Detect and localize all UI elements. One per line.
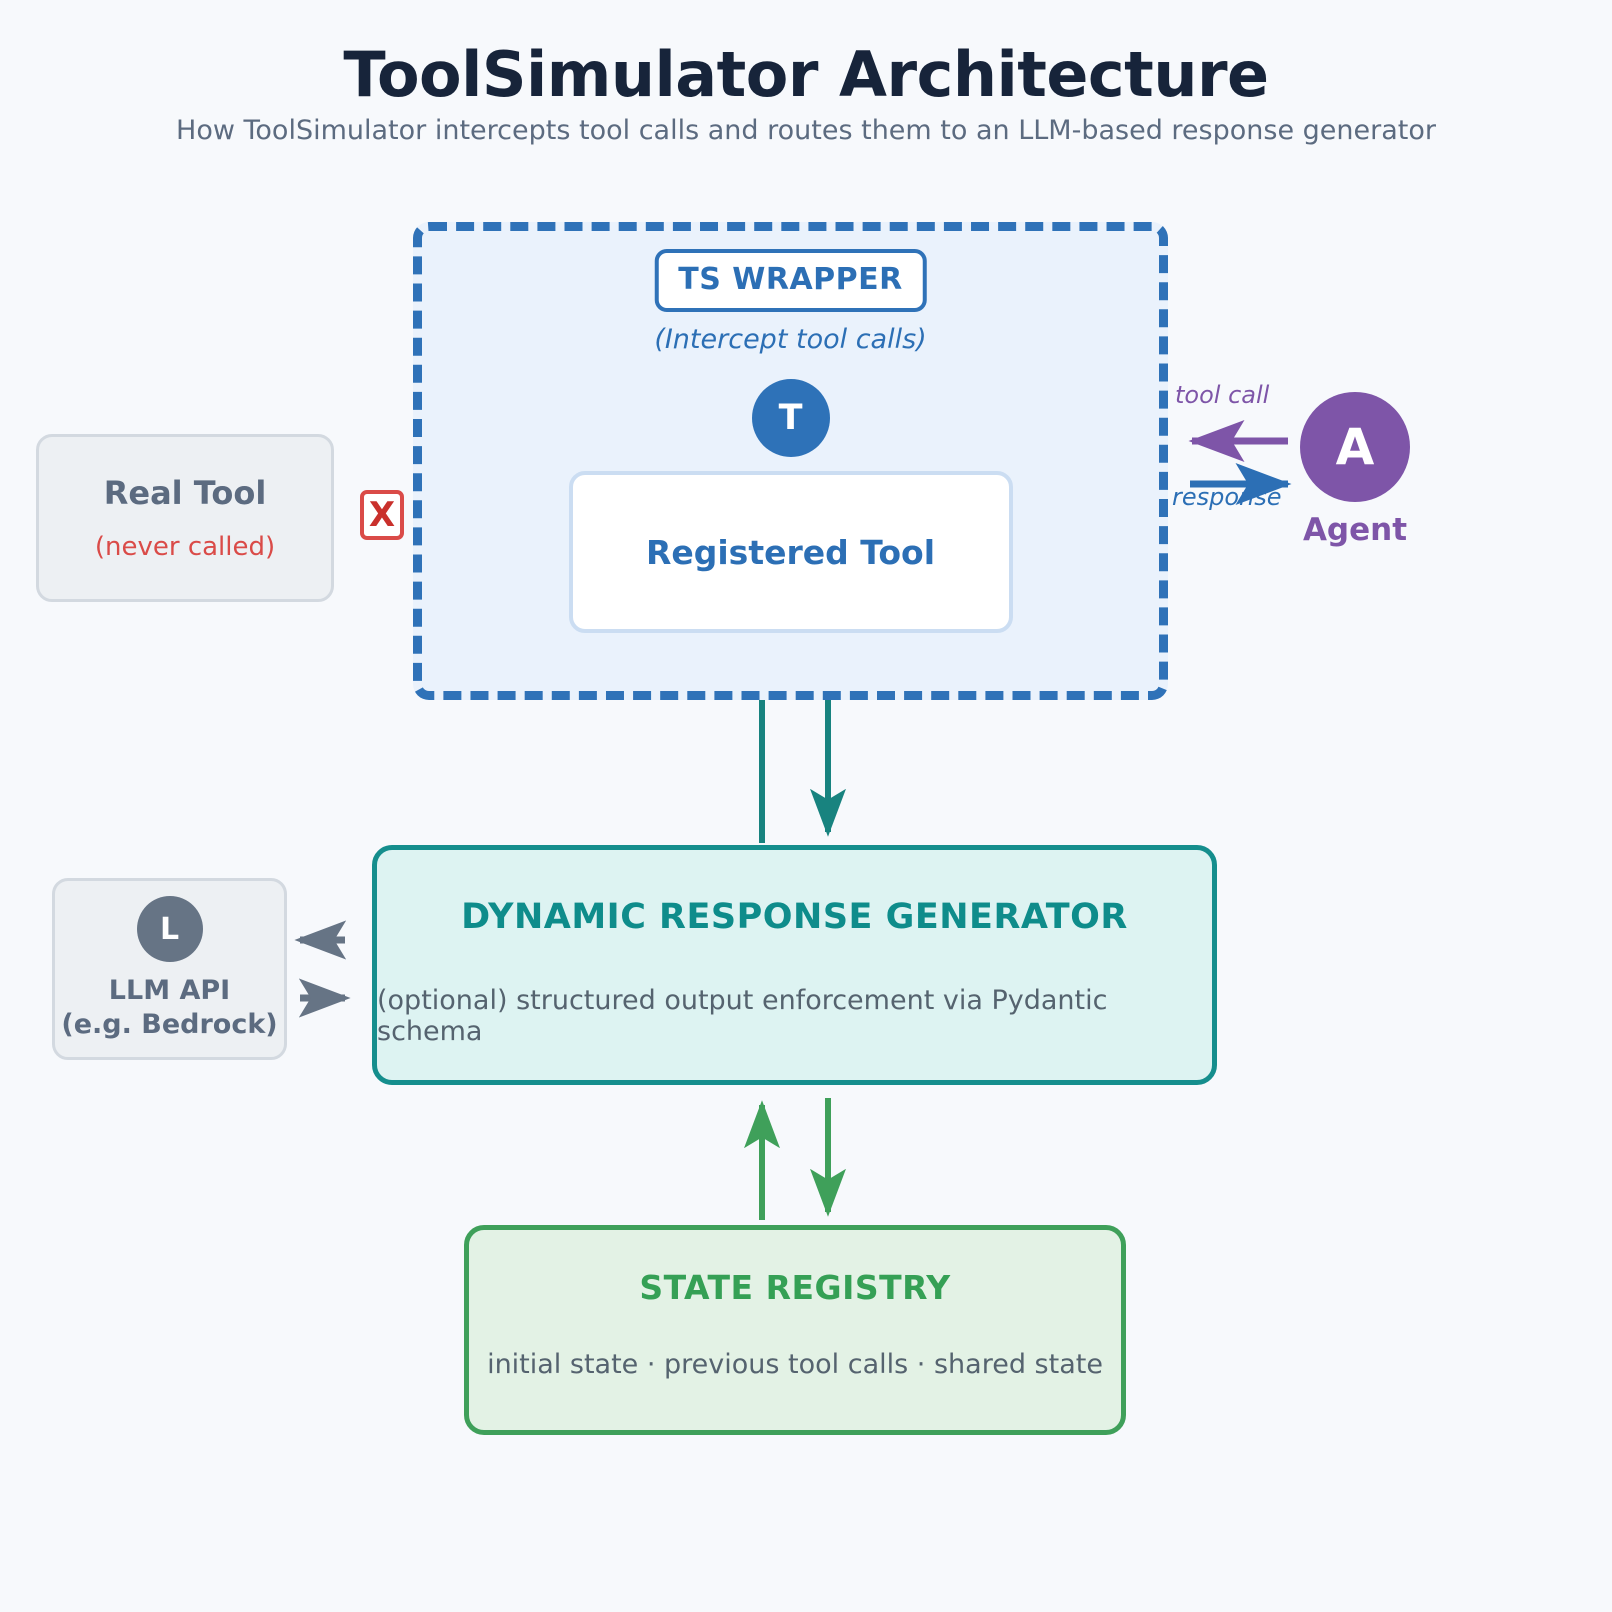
llm-icon: L [136,896,203,963]
state-registry-title: STATE REGISTRY [639,1268,951,1307]
page-subtitle: How ToolSimulator intercepts tool calls … [176,115,1436,146]
ts-wrapper-note: (Intercept tool calls) [654,324,927,355]
ts-wrapper-container: TS WRAPPER (Intercept tool calls) T Regi… [413,222,1168,700]
ts-wrapper-badge: TS WRAPPER [654,249,927,312]
tool-icon: T [751,379,830,457]
agent-label: Agent [1302,512,1408,548]
blocked-x-icon: X [360,490,404,540]
llm-api-label: LLM API (e.g. Bedrock) [61,974,277,1042]
state-registry-box: STATE REGISTRY initial state · previous … [464,1225,1126,1435]
dynamic-response-generator-subtitle: (optional) structured output enforcement… [377,985,1108,1047]
response-label: response [1172,483,1282,511]
llm-api-label-line2: (e.g. Bedrock) [61,1009,278,1040]
dynamic-response-generator-title: DYNAMIC RESPONSE GENERATOR [461,897,1128,937]
tool-call-label: tool call [1175,381,1270,409]
llm-api-label-line1: LLM API [108,975,231,1007]
real-tool-title: Real Tool [103,474,267,512]
page-title: ToolSimulator Architecture [343,38,1269,111]
dynamic-response-generator-box: DYNAMIC RESPONSE GENERATOR (optional) st… [372,845,1217,1085]
agent-icon: A [1300,392,1410,502]
llm-api-box: L LLM API (e.g. Bedrock) [52,878,287,1060]
state-registry-subtitle: initial state · previous tool calls · sh… [487,1349,1103,1380]
registered-tool-box: Registered Tool [568,471,1013,633]
real-tool-subtitle: (never called) [94,532,276,562]
real-tool-box: Real Tool (never called) [36,434,334,602]
